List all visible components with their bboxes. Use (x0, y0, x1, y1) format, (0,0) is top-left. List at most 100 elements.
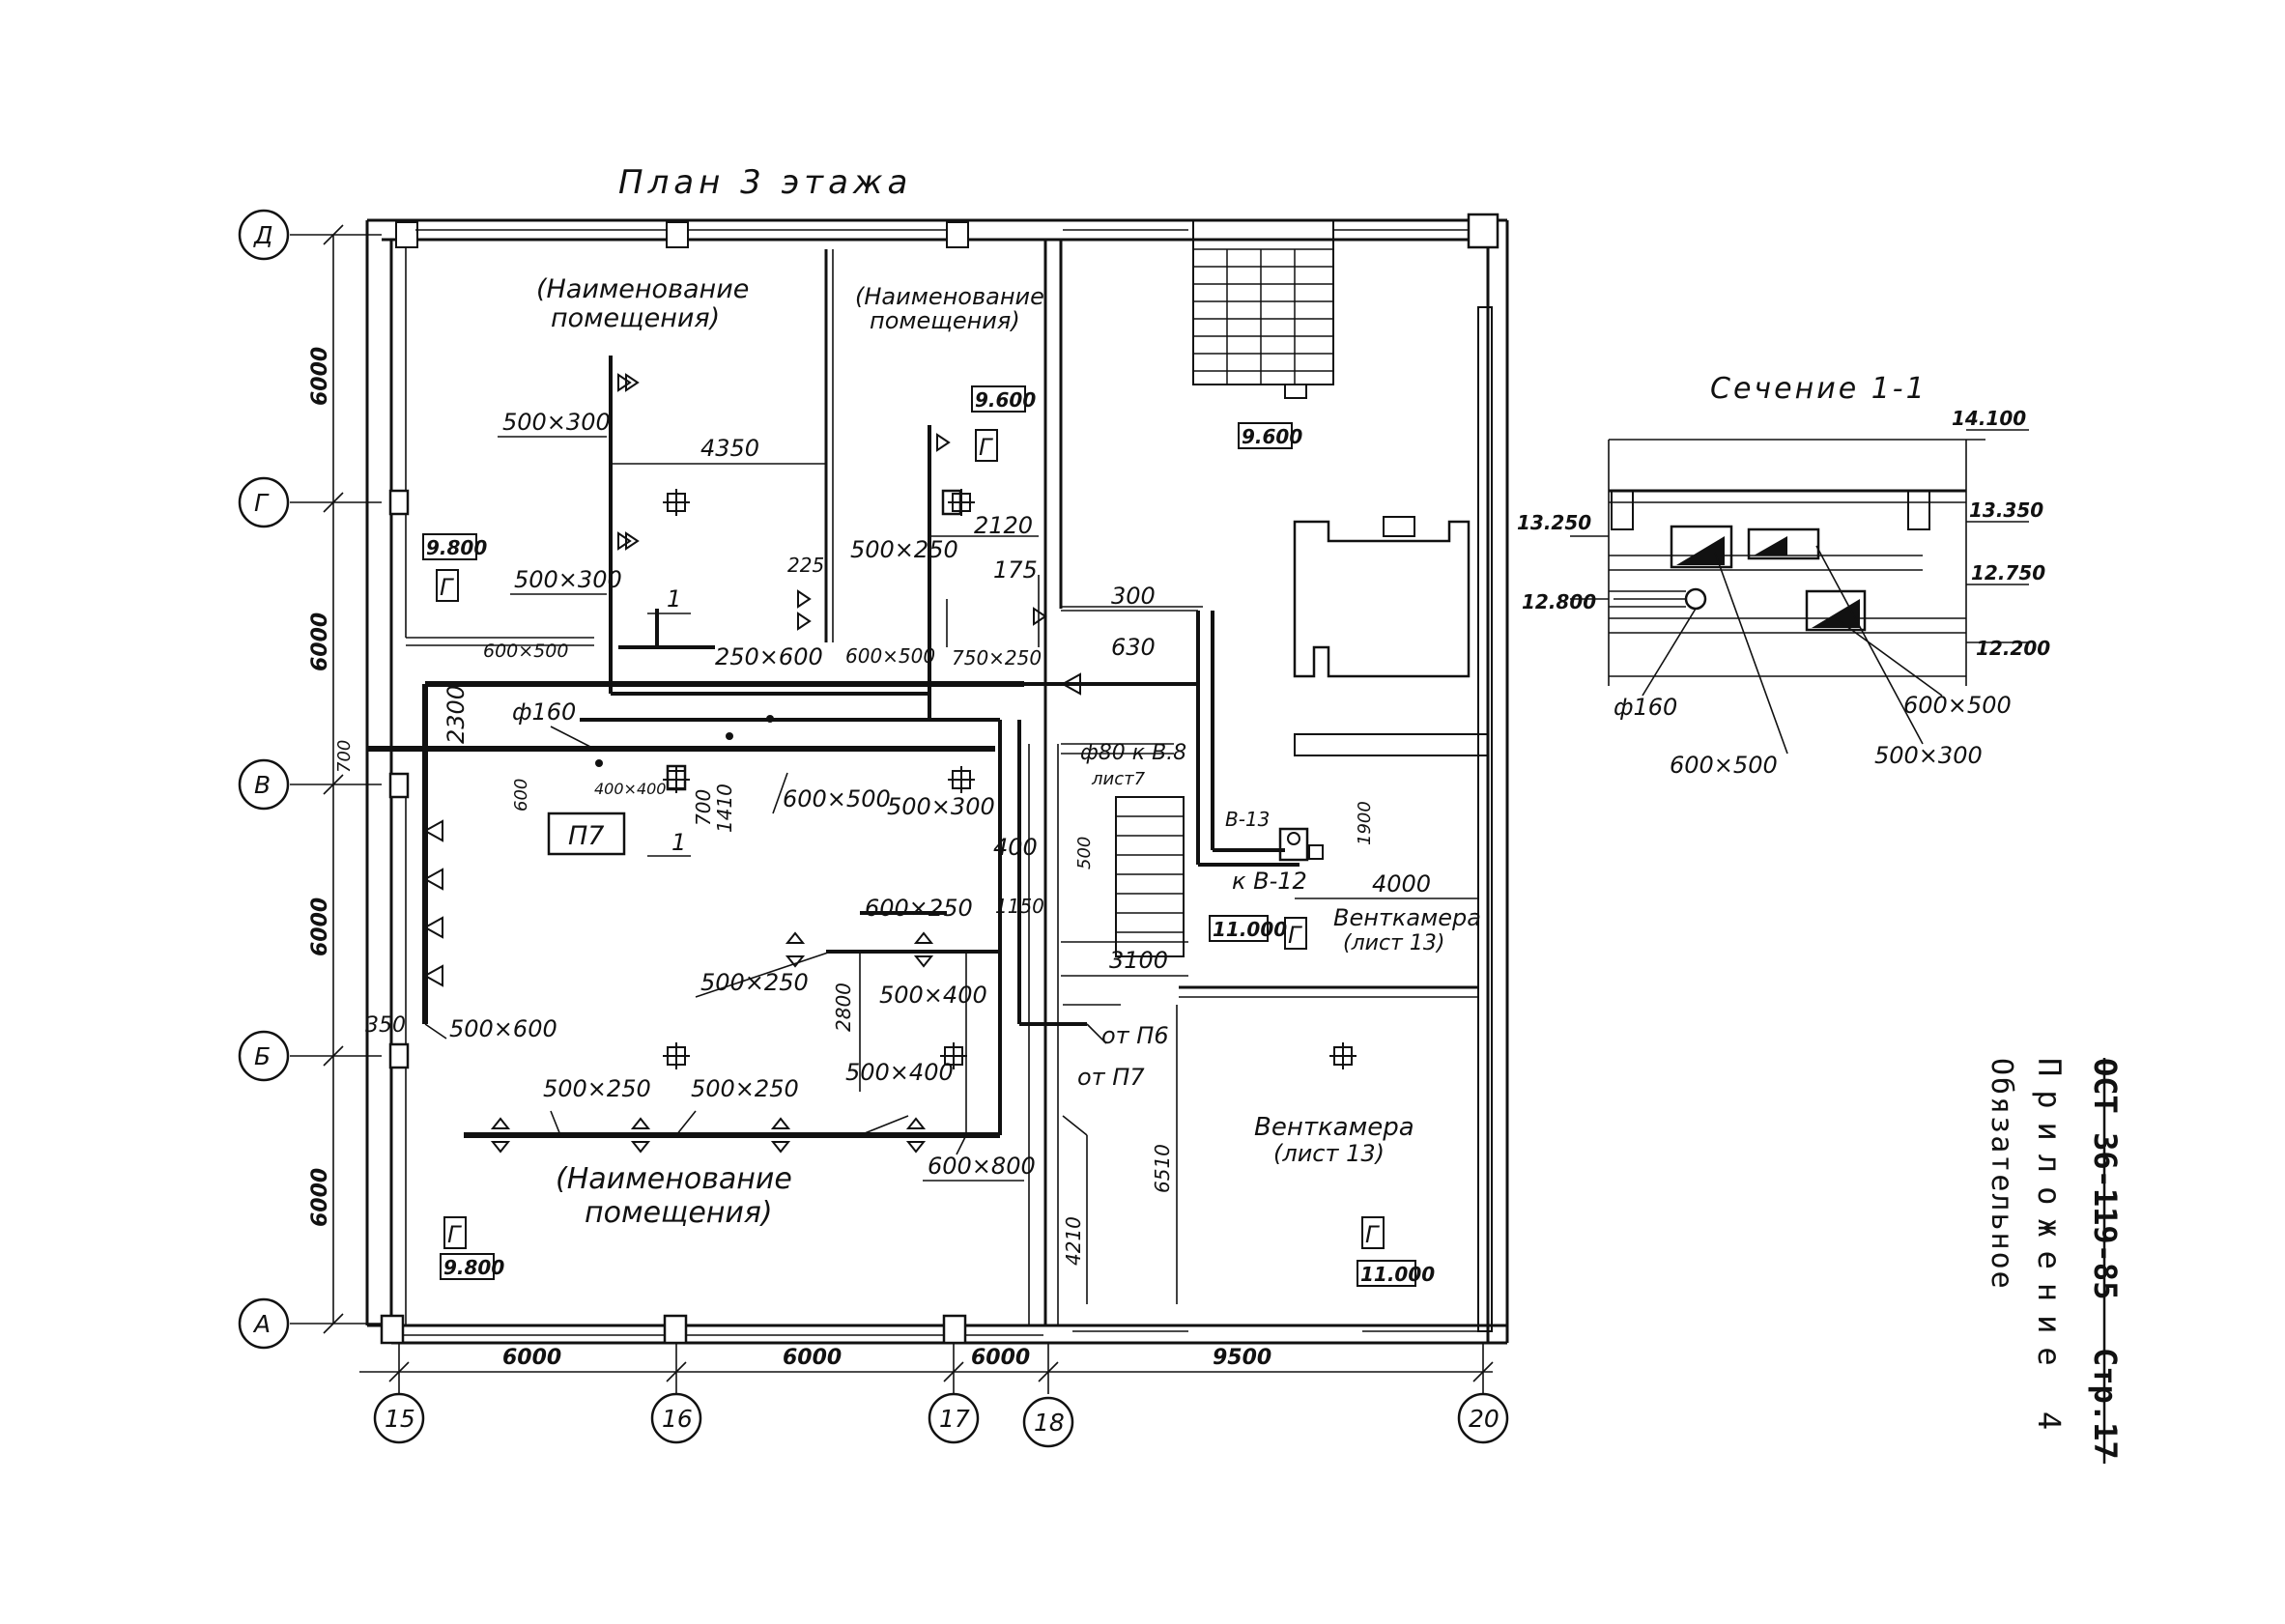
title-stamp: ОСТ 36-119-85 Стр.17 Приложение 4 Обязат… (1985, 1058, 2124, 1464)
sect-600x500a: 600×500 (1670, 752, 1778, 779)
dimension-label-46: 4210 (1062, 1216, 1085, 1266)
level-1: 9.600 (975, 388, 1036, 412)
dimension-label-34: 500×250 (700, 969, 809, 996)
axis-col-20: 20 (1469, 1405, 1500, 1433)
equipment-p7-label: П7 (568, 821, 604, 851)
building-walls (365, 213, 1509, 1345)
sect-500x300: 500×300 (1874, 742, 1983, 769)
dimension-label-32: 4000 (1372, 870, 1431, 897)
sect-l13250: 13.250 (1517, 511, 1591, 534)
vent-room-2-sheet: (лист 13) (1273, 1140, 1385, 1167)
dimension-label-45: от П7 (1077, 1064, 1145, 1091)
sect-phi160: ф160 (1614, 694, 1677, 721)
sect-l13350: 13.350 (1969, 499, 2043, 522)
dimension-label-28: 1150 (995, 895, 1044, 918)
level-6: 11.000 (1360, 1263, 1435, 1286)
dim-left-3: 6000 (308, 897, 332, 956)
sect-l12200: 12.200 (1976, 637, 2050, 660)
dim-bottom-1: 6000 (502, 1346, 561, 1370)
dimension-label-38: 3100 (1109, 947, 1168, 974)
dimension-label-17: 700 (334, 740, 355, 773)
sect-600x500b: 600×500 (1903, 692, 2012, 719)
dimension-label-22: 600×500 (783, 785, 891, 812)
dimension-label-2: 500×250 (850, 536, 958, 563)
dimension-label-1: 4350 (700, 435, 759, 462)
dimension-label-7: 630 (1111, 634, 1156, 661)
room-top-left-name-2: помещения) (551, 303, 720, 333)
dimension-label-27: 500 (1074, 837, 1095, 869)
axis-col-17: 17 (939, 1405, 970, 1433)
dimension-label-33: 600×250 (865, 895, 973, 922)
axis-col-16: 16 (662, 1405, 693, 1433)
dimension-label-42: 500×250 (691, 1075, 799, 1102)
section-1-1 (1570, 429, 2029, 755)
dim-left-1: 6000 (308, 347, 332, 406)
dimension-label-10: 250×600 (715, 643, 823, 670)
dimension-label-3: 2120 (974, 512, 1033, 539)
dimension-label-30: к В-12 (1232, 868, 1307, 895)
dimension-label-14: 1 (671, 829, 686, 856)
stair-top-hatch (1193, 248, 1333, 385)
dimension-label-40: 500×600 (449, 1015, 557, 1042)
dimension-label-16: ф160 (512, 698, 576, 726)
dimension-label-37: 500×400 (845, 1059, 954, 1086)
axis-row-v: В (254, 771, 271, 799)
axis-row-g: Г (254, 489, 270, 517)
axis-row-b: Б (254, 1042, 271, 1070)
dimension-label-36: 500×400 (879, 982, 987, 1009)
axis-row-d: Д (253, 221, 273, 249)
vent-room-1-sheet: (лист 13) (1343, 931, 1444, 955)
dim-bottom-4: 9500 (1213, 1346, 1271, 1370)
dimension-label-6: 300 (1111, 583, 1156, 610)
room-bottom-name-2: помещения) (585, 1196, 773, 1230)
dimension-label-18: 600 (511, 779, 531, 812)
room-mark-3: Г (1288, 922, 1302, 949)
dimension-label-35: 2800 (832, 983, 855, 1032)
sect-l12750: 12.750 (1971, 561, 2045, 584)
dimension-label-12: 750×250 (952, 646, 1042, 670)
room-top-mid-name-2: помещения) (870, 307, 1020, 334)
dimension-label-24: ф80 к В.8 (1080, 741, 1186, 765)
dimension-label-41: 500×250 (543, 1075, 651, 1102)
duct-labels: 500×300 4350 500×250 2120 225 175 300 63… (334, 409, 1478, 1266)
dimension-label-20: 700 (692, 789, 715, 826)
axis-col-15: 15 (385, 1405, 415, 1433)
dimension-label-29: В-13 (1225, 808, 1270, 831)
equipment-p7 (547, 812, 626, 856)
dimension-label-4: 225 (787, 554, 824, 577)
dimension-label-19: 400×400 (594, 780, 666, 798)
sect-l12800: 12.800 (1522, 590, 1596, 613)
stamp-status: Обязательное (1985, 1058, 2018, 1291)
grid-axes-cols: 15 16 17 18 20 (373, 1343, 1509, 1448)
level-2: 9.800 (426, 536, 487, 559)
dimension-label-47: 6510 (1151, 1144, 1174, 1193)
dimension-label-26: 400 (993, 834, 1038, 861)
dimension-label-23: 500×300 (887, 793, 995, 820)
room-mark-2: Г (440, 574, 454, 601)
level-marks (422, 385, 1416, 1287)
room-bottom-name: (Наименование (556, 1162, 792, 1196)
dimension-label-13: 1 (667, 585, 681, 613)
room-top-mid-name: (Наименование (855, 283, 1044, 310)
section-title: Сечение 1-1 (1710, 372, 1928, 406)
grid-axes-rows: Д Г В Б А (238, 209, 382, 1350)
dimension-label-44: от П6 (1101, 1022, 1169, 1049)
axis-col-18: 18 (1034, 1409, 1065, 1437)
ductwork (367, 356, 1300, 1304)
vent-room-1-name: Венткамера (1333, 904, 1481, 931)
dimension-label-0: 500×300 (502, 409, 611, 436)
dimension-label-43: 600×800 (928, 1153, 1036, 1180)
room-mark-boxes (436, 429, 1385, 1249)
sect-l14100: 14.100 (1952, 407, 2026, 430)
plan-title: План 3 этажа (618, 163, 912, 202)
dimension-label-25: лист7 (1091, 769, 1146, 789)
room-mark-5: Г (1365, 1221, 1380, 1248)
dim-bottom-3: 6000 (971, 1346, 1030, 1370)
dimension-label-8: 500×300 (514, 566, 622, 593)
stamp-appendix: Приложение 4 (2031, 1058, 2068, 1443)
level-4: 11.000 (1213, 918, 1287, 941)
dimension-lines (323, 224, 1494, 1382)
dimension-label-9: 600×500 (483, 641, 568, 662)
dimension-label-31: 1900 (1355, 801, 1375, 845)
